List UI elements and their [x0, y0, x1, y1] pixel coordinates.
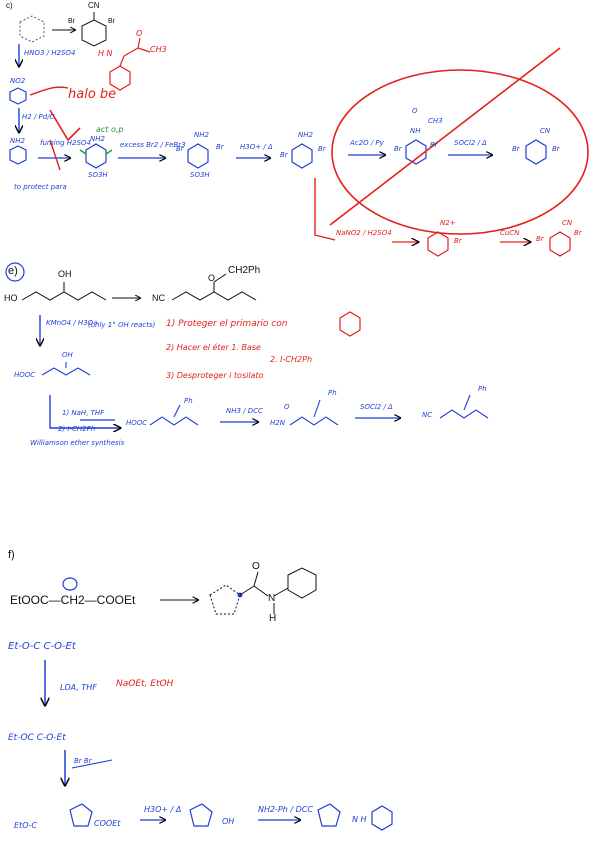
note-protect-para: to protect para [14, 183, 67, 191]
reagent-cucn: CuCN [500, 229, 520, 237]
reagent-h3o: H3O+ / Δ [240, 143, 273, 151]
target-br-left: Br [68, 18, 75, 25]
ether-ph: Ph [184, 397, 193, 405]
part-f-label: f) [8, 549, 15, 561]
nitro-label: NO2 [10, 77, 26, 85]
product-o: O [208, 273, 216, 283]
blue-ester: Et-O-C C-O-Et [8, 641, 76, 652]
reagent-nano2: NaNO2 / H2SO4 [336, 229, 392, 237]
start-ho: HO [4, 293, 18, 303]
diazonium-n2: N2+ [440, 219, 456, 227]
cyclohexadiene [287, 567, 317, 599]
acet-br-left: Br [394, 145, 402, 153]
enolate-ester: Et-OC C-O-Et [8, 733, 66, 743]
diol-skeleton [21, 291, 107, 301]
final-cn: CN [540, 127, 551, 135]
part-e-label: e) [8, 265, 18, 277]
reagent-h3o-f: H3O+ / Δ [144, 805, 182, 814]
acet-ch3: CH3 [428, 117, 443, 125]
acet-br-right: Br [430, 141, 438, 149]
reagent-socl2-e: SOCl2 / Δ [360, 403, 393, 411]
sulfonic-nh2: NH2 [90, 135, 105, 143]
note-step-2: 2) Hacer el éter 1. Base [166, 343, 261, 352]
dibromide-reagent: Br Br [74, 757, 92, 765]
cucn-cn: CN [562, 219, 573, 227]
reagent-socl2: SOCl2 / Δ [454, 139, 487, 147]
amide-carbonyl-o: O [252, 561, 260, 572]
start-oh: OH [58, 269, 72, 279]
cyclo-ester-left: EtO-C [14, 821, 37, 830]
dibromo-br-right: Br [318, 145, 326, 153]
aniline-nh2: NH2 [10, 137, 25, 145]
note-step-2b: 2. I-CH2Ph [270, 355, 313, 364]
ether-hooc: HOOC [126, 419, 148, 427]
cyclopentane [209, 584, 241, 615]
note-act-op: act o,p [96, 125, 124, 134]
target-ring [81, 19, 107, 47]
acid-oh-f: OH [222, 817, 235, 826]
nitrile-nc: NC [422, 411, 433, 419]
target-cn: CN [88, 1, 100, 10]
diazonium-br: Br [454, 237, 462, 245]
part-c-label: c) [6, 1, 13, 10]
amide-o: O [284, 403, 290, 411]
product-ch2ph: CH2Ph [228, 265, 261, 276]
tribromo-br-left: Br [176, 145, 184, 153]
reagent-ac2o: Ac2O / Py [350, 139, 384, 147]
final-br-left: Br [512, 145, 520, 153]
reagent-nah: 1) NaH, THF [62, 409, 105, 417]
target-br-right: Br [108, 18, 115, 25]
nitrile-ph: Ph [478, 385, 487, 393]
note-williamson: Williamson ether synthesis [30, 439, 125, 447]
reagent-hno3: HNO3 / H2SO4 [24, 49, 76, 57]
red-note-halo: halo be [68, 87, 117, 102]
side-o: O [136, 29, 143, 38]
note-only-primary: (only 1° OH reacts) [88, 321, 156, 329]
malonate-formula: EtOOC—CH2—COOEt [10, 593, 136, 607]
tribromo-nh2: NH2 [194, 131, 209, 139]
acet-nh: NH [410, 127, 421, 135]
cucn-br-right: Br [574, 229, 582, 237]
final-amide-nh: N H [352, 815, 367, 824]
amide-hydrogen: H [269, 613, 277, 624]
amide-nitrogen: N [268, 593, 276, 604]
note-step-1: 1) Proteger el primario con [166, 319, 288, 329]
note-step-3: 3) Desproteger i tosilato [166, 371, 264, 380]
reagent-naoet: NaOEt, EtOH [116, 679, 174, 689]
acet-o: O [412, 107, 418, 115]
reagent-excess-br2: excess Br2 / FeBr3 [120, 141, 186, 149]
dibromo-br-left: Br [280, 151, 288, 159]
acid-hooc: HOOC [14, 371, 36, 379]
acid-oh: OH [62, 351, 73, 359]
reagent-lda: LDA, THF [60, 683, 97, 692]
amide-ph: Ph [328, 389, 337, 397]
final-br-right: Br [552, 145, 560, 153]
reagent-nh3: NH3 / DCC [226, 407, 263, 415]
reagent-kmno4: KMnO4 / H3O+ [46, 319, 99, 327]
side-ch3: CH3 [150, 45, 167, 54]
cyclo-ester-right: COOEt [94, 819, 121, 828]
so3h-1: SO3H [88, 171, 108, 179]
product-nc: NC [152, 293, 165, 303]
amide-h2n: H2N [270, 419, 285, 427]
dibromo-nh2: NH2 [298, 131, 313, 139]
so3h-2: SO3H [190, 171, 210, 179]
reagent-h2: H2 / Pd/C [22, 113, 55, 121]
reagent-fuming: fuming H2SO4 [40, 139, 91, 147]
reagent-aniline: NH2-Ph / DCC [258, 805, 313, 814]
benzene-ring [19, 15, 45, 43]
cucn-br-left: Br [536, 235, 544, 243]
reagent-ich2ph: 2) I-CH2Ph [58, 425, 96, 433]
side-hn: H N [98, 49, 113, 58]
tribromo-br-right: Br [216, 143, 224, 151]
